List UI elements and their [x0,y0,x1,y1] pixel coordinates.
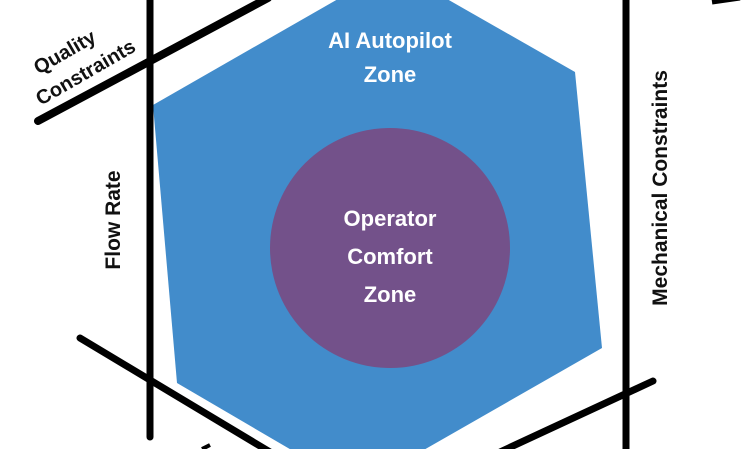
operator-comfort-label-2: Comfort [347,244,433,269]
quality-constraint-line [34,0,272,125]
bottom-left-constraint-line [76,334,272,449]
mechanical-constraints-label: Mechanical Constraints [649,70,672,306]
bottom-mark-line [201,443,211,449]
operator-comfort-label-1: Operator [344,206,437,231]
operator-comfort-zone-circle [270,128,510,368]
flow-rate-label: Flow Rate [102,170,125,269]
ai-autopilot-label-2: Zone [364,62,417,87]
operator-comfort-label-3: Zone [364,282,417,307]
bottom-right-constraint-line [498,377,657,449]
ai-autopilot-label-1: AI Autopilot [328,28,452,53]
top-right-constraint-line [711,0,741,5]
